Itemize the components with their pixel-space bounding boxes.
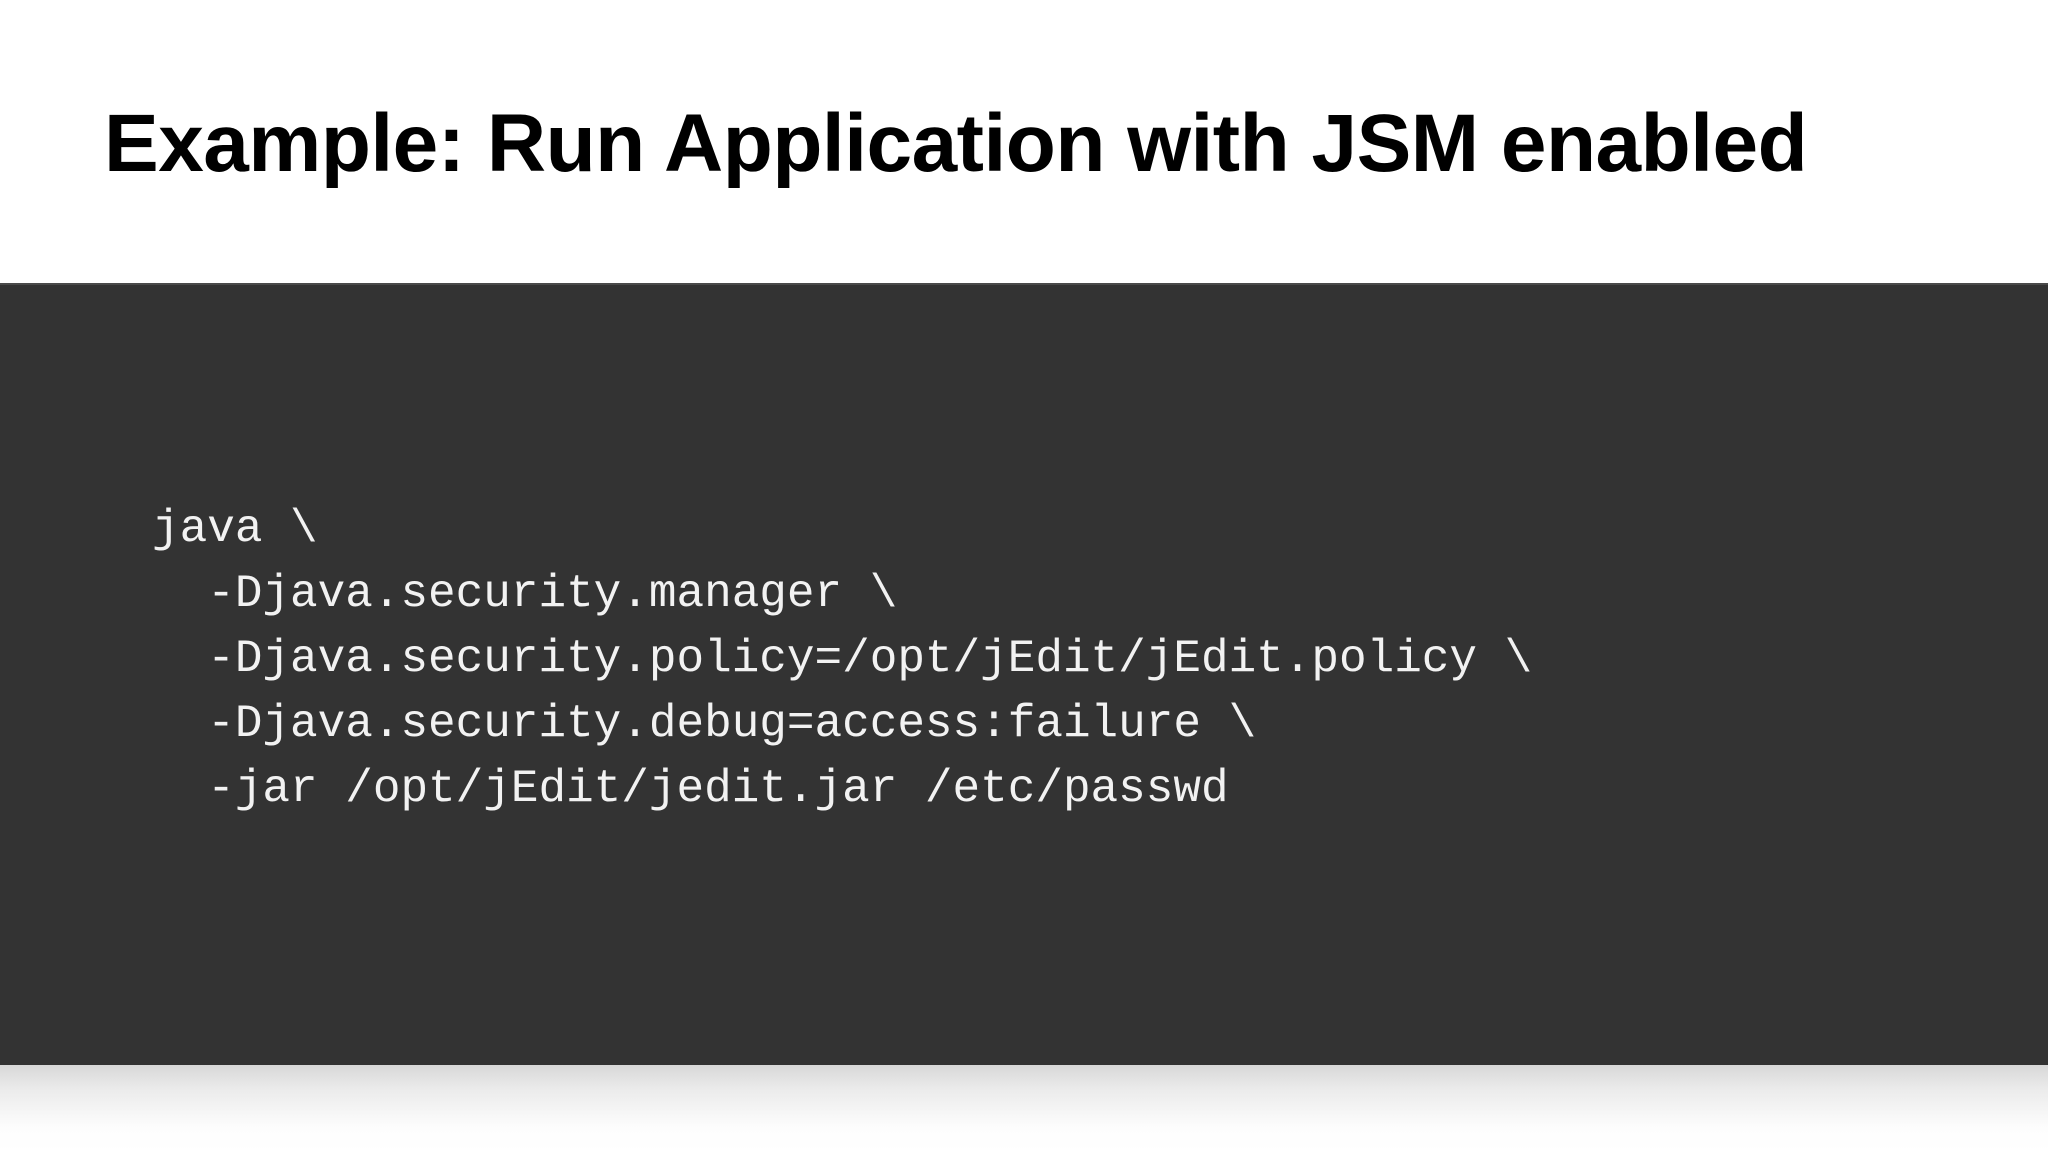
code-block: java \ -Djava.security.manager \ -Djava.… <box>152 497 1532 822</box>
code-line: -Djava.security.manager \ <box>152 568 898 620</box>
page-title: Example: Run Application with JSM enable… <box>104 98 1808 189</box>
code-line: -Djava.security.debug=access:failure \ <box>152 698 1257 750</box>
code-line: java \ <box>152 503 318 555</box>
title-area: Example: Run Application with JSM enable… <box>0 0 2048 283</box>
slide-footer: 21 redhat. <box>0 1065 2048 1152</box>
code-line: -Djava.security.policy=/opt/jEdit/jEdit.… <box>152 633 1533 685</box>
code-line: -jar /opt/jEdit/jedit.jar /etc/passwd <box>152 763 1229 815</box>
code-panel: java \ -Djava.security.manager \ -Djava.… <box>0 283 2048 1065</box>
